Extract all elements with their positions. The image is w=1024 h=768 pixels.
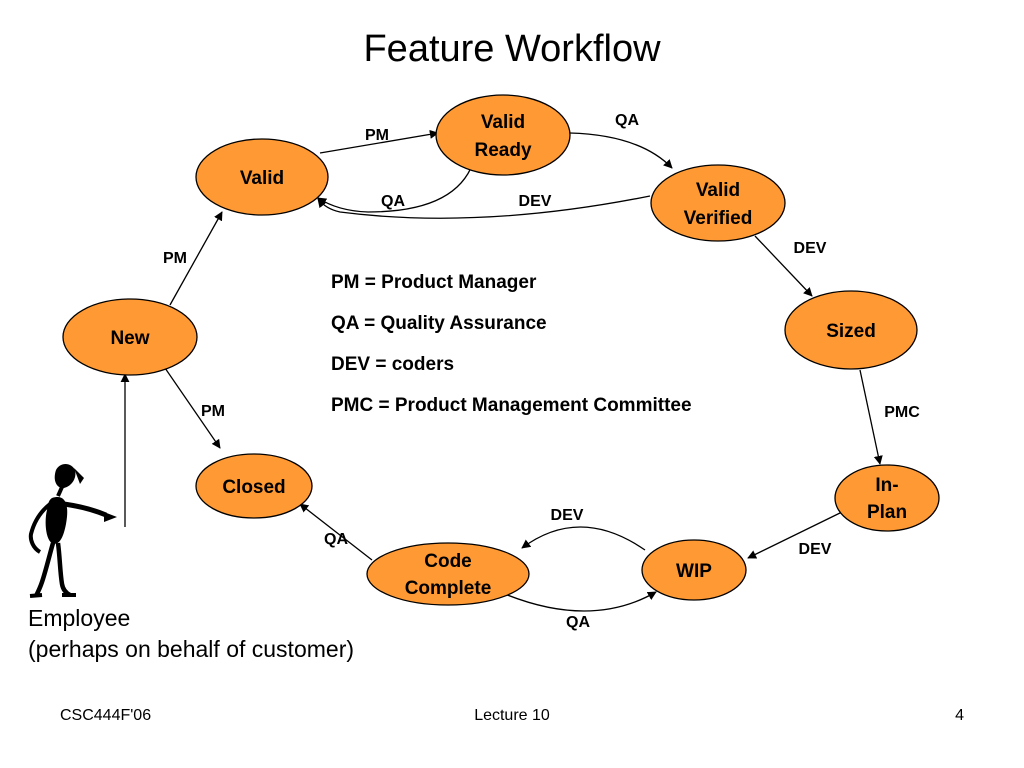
edge-valid-ready-to-valid bbox=[317, 162, 474, 213]
stick-figure-pointing-icon bbox=[28, 464, 117, 598]
footer-page-number: 4 bbox=[955, 707, 964, 724]
legend-item-pm: PM = Product Manager bbox=[331, 272, 537, 293]
node-closed: Closed bbox=[195, 453, 313, 519]
edge-in-plan-to-wip bbox=[747, 511, 843, 559]
edge-valid-verified-to-valid bbox=[317, 195, 651, 219]
edge-valid-verified-to-sized bbox=[754, 235, 813, 297]
legend-item-dev: DEV = coders bbox=[331, 354, 455, 375]
node-valid: Valid bbox=[195, 138, 329, 216]
node-valid-verified: Valid Verified bbox=[650, 164, 786, 242]
edge-wip-to-code-complete bbox=[521, 526, 646, 551]
employee-caption: Employee (perhaps on behalf of customer) bbox=[28, 603, 354, 665]
employee-sublabel: (perhaps on behalf of customer) bbox=[28, 636, 355, 662]
edge-label-valid-ready-to-valid-verified: QA bbox=[615, 112, 639, 129]
node-wip: WIP bbox=[641, 539, 747, 601]
employee-label: Employee bbox=[28, 605, 131, 631]
node-sized: Sized bbox=[784, 290, 918, 370]
node-code-complete-label-line2: Complete bbox=[405, 578, 492, 599]
abbreviation-legend: PM = Product Manager QA = Quality Assura… bbox=[331, 272, 692, 436]
edge-label-sized-to-in-plan: PMC bbox=[884, 404, 920, 421]
node-sized-label: Sized bbox=[826, 321, 876, 342]
legend-item-qa: QA = Quality Assurance bbox=[331, 313, 547, 334]
node-code-complete-label-line1: Code bbox=[424, 551, 472, 572]
node-in-plan-label-line2: Plan bbox=[867, 502, 907, 523]
edge-label-code-complete-to-wip: QA bbox=[566, 614, 590, 631]
node-valid-verified-label-line1: Valid bbox=[696, 180, 740, 201]
edge-new-to-closed bbox=[164, 367, 221, 449]
node-new-label: New bbox=[110, 328, 149, 349]
node-valid-label: Valid bbox=[240, 168, 284, 189]
node-in-plan-label-line1: In- bbox=[875, 475, 898, 496]
edge-label-wip-to-code-complete: DEV bbox=[551, 507, 584, 524]
node-valid-ready: Valid Ready bbox=[435, 94, 571, 176]
node-valid-ready-label-line2: Ready bbox=[474, 140, 531, 161]
edge-code-complete-to-closed bbox=[299, 503, 373, 561]
edge-label-valid-verified-to-sized: DEV bbox=[794, 240, 827, 257]
edge-code-complete-to-wip bbox=[499, 591, 657, 612]
slide-title: Feature Workflow bbox=[363, 28, 661, 70]
node-in-plan: In- Plan bbox=[834, 464, 940, 532]
edge-label-new-to-valid: PM bbox=[163, 250, 187, 267]
edge-valid-to-valid-ready bbox=[319, 129, 439, 154]
node-closed-label: Closed bbox=[222, 477, 285, 498]
footer-course: CSC444F'06 bbox=[60, 707, 152, 724]
edge-label-valid-verified-to-valid: DEV bbox=[519, 193, 552, 210]
edge-valid-ready-to-valid-verified bbox=[569, 132, 673, 169]
edge-label-valid-to-valid-ready: PM bbox=[365, 127, 389, 144]
edge-sized-to-in-plan bbox=[859, 369, 883, 465]
legend-item-pmc: PMC = Product Management Committee bbox=[331, 395, 692, 416]
node-valid-verified-label-line2: Verified bbox=[684, 208, 753, 229]
node-valid-ready-label-line1: Valid bbox=[481, 112, 525, 133]
edge-label-new-to-closed: PM bbox=[201, 403, 225, 420]
node-code-complete: Code Complete bbox=[366, 542, 530, 606]
footer-lecture: Lecture 10 bbox=[474, 707, 550, 724]
edge-new-to-valid bbox=[169, 211, 223, 306]
node-new: New bbox=[62, 298, 198, 376]
edge-label-code-complete-to-closed: QA bbox=[324, 531, 348, 548]
edge-label-in-plan-to-wip: DEV bbox=[799, 541, 832, 558]
node-wip-label: WIP bbox=[676, 561, 712, 582]
edge-label-valid-ready-to-valid: QA bbox=[381, 193, 405, 210]
